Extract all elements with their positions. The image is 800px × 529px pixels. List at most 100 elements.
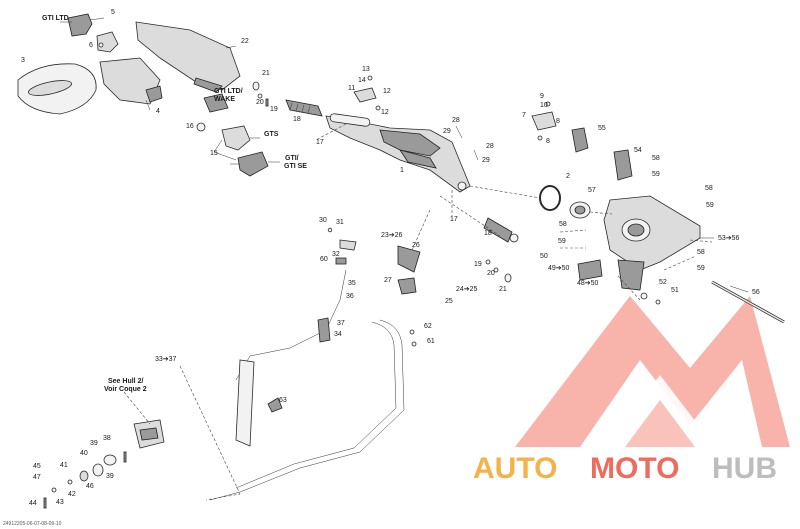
callout-label: 18 [293,116,301,123]
throttle-body [43,419,165,509]
callout-label: 30 [319,217,327,224]
callout-label: Voir Coque 2 [104,386,147,393]
callout-label: 21 [262,70,270,77]
watermark-moto: MOTO [590,452,679,485]
switch-housing-gti-ltd [203,93,229,113]
callout-label: 57 [588,187,596,194]
callout-label: 44 [29,500,37,507]
callout-label: 62 [424,323,432,330]
callout-label: 60 [320,256,328,263]
callout-label: 23➔26 [381,232,403,239]
hardware-19-21 [252,81,269,107]
callout-label: 2 [566,173,570,180]
callout-label: 56 [752,289,760,296]
callout-label: 51 [671,287,679,294]
callout-label: 31 [336,219,344,226]
callout-label: 61 [427,338,435,345]
callout-label: 55 [598,125,606,132]
callout-label: 9 [540,93,544,100]
callout-label: 41 [60,462,68,469]
callout-label: 47 [33,474,41,481]
bolts-28-29 [455,125,479,161]
parts-48-52 [577,259,661,305]
console-cover-22 [135,21,241,93]
callout-label: 58 [652,155,660,162]
callout-label: 11 [348,85,355,92]
callout-label: 59 [706,202,714,209]
callout-label: 27 [384,277,392,284]
bracket-11-14 [353,75,381,111]
throttle-lever [397,245,421,295]
callout-label: 34 [334,331,342,338]
callout-label: WAKE [214,96,235,103]
clip-55 [571,127,589,153]
callout-label: 19 [270,106,278,113]
callout-label: 43 [56,499,64,506]
callout-label: 33➔37 [155,356,177,363]
callout-label: 36 [346,293,354,300]
callout-label: 58 [697,249,705,256]
diagram-id: 24912205-06-07-08-09-10 [3,521,62,527]
callout-label: 20 [256,99,264,106]
callout-label: 12 [383,88,391,95]
callout-label: 26 [412,242,420,249]
callout-label: 19 [474,261,482,268]
callout-label: 59 [652,171,660,178]
callout-label: 40 [80,450,88,457]
callout-label: 50 [540,253,548,260]
hardware-19-21-right [485,259,512,283]
callout-label: 46 [86,483,94,490]
callout-label: 28 [452,117,460,124]
callout-label: GTS [264,131,279,138]
parts-61-62 [409,329,417,347]
callout-label: 16 [186,123,194,130]
handlebar-cover-3 [17,63,97,115]
bushing-57 [569,201,591,219]
callout-label: 49➔50 [548,265,570,272]
callout-label: 21 [499,286,507,293]
watermark-auto: AUTO [473,452,557,485]
callout-label: 39 [90,440,98,447]
callout-label: 12 [381,109,389,116]
callout-label: 35 [348,280,356,287]
callout-label: 59 [697,265,705,272]
callout-label: 13 [362,66,370,73]
callout-label: 20 [487,270,495,277]
cover-gti-ltd [67,13,93,37]
ring-16 [196,122,206,132]
callout-label: 54 [634,147,642,154]
callout-label: 17 [450,216,458,223]
callout-label: 4 [156,108,160,115]
callout-label: 45 [33,463,41,470]
clip-54 [613,149,633,181]
callout-label: 18 [484,230,492,237]
callout-label: GTI LTD/ [214,88,243,95]
leader-lines [60,17,749,293]
callout-label: GTI/ [285,155,299,162]
callout-label: 29 [443,128,451,135]
callout-label: 58 [559,221,567,228]
callout-label: 8 [546,138,550,145]
ring-2 [539,185,561,211]
callout-label: 63 [279,397,287,404]
callout-label: See Hull 2/ [108,378,143,385]
callout-label: GTI SE [284,163,307,170]
callout-label: 15 [210,150,218,157]
callout-label: 1 [400,167,404,174]
callout-label: 22 [241,38,249,45]
callout-label: 58 [705,185,713,192]
callout-label: 14 [358,77,366,84]
watermark-hub: HUB [712,452,777,485]
callout-label: 7 [522,112,526,119]
callout-label: 29 [482,157,490,164]
handlebar-1 [325,113,471,193]
callout-label: 8 [556,118,560,125]
callout-label: 42 [68,491,76,498]
throttle-cable [209,269,405,501]
callout-label: 32 [332,251,340,258]
callout-label: 5 [111,9,115,16]
callout-label: 38 [103,435,111,442]
callout-label: 10 [540,102,548,109]
